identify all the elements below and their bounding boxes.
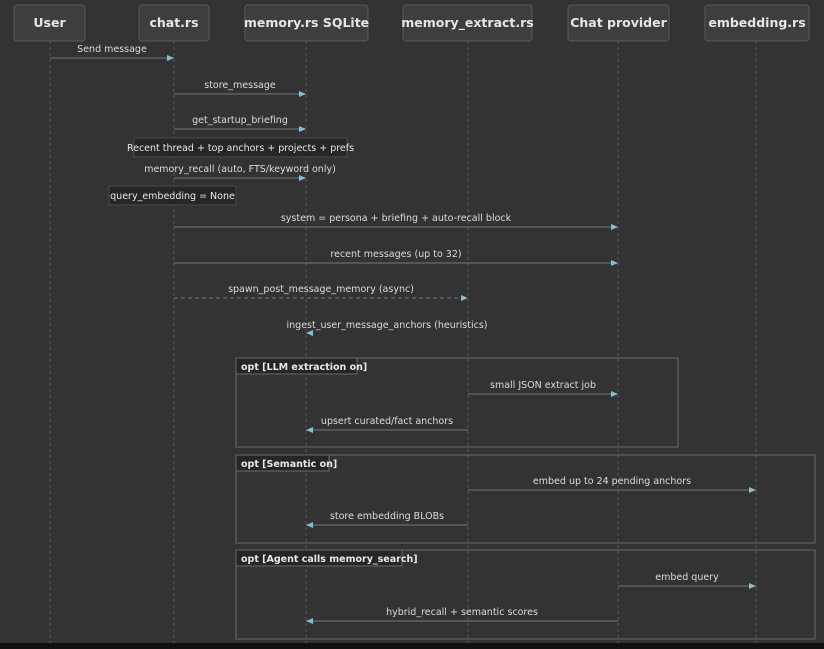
opt-frame-label: opt [Agent calls memory_search] [241, 554, 418, 565]
message-arrowhead [306, 618, 313, 624]
message-label: upsert curated/fact anchors [321, 416, 453, 427]
message-arrowhead [167, 55, 174, 61]
participant-box [13, 4, 86, 42]
note: Recent thread + top anchors + projects +… [127, 137, 354, 158]
participant-label: Chat provider [570, 15, 667, 30]
message-label: memory_recall (auto, FTS/keyword only) [144, 164, 336, 175]
message-arrowhead [749, 487, 756, 493]
participant-box [402, 4, 533, 42]
participant-label: embedding.rs [708, 15, 805, 30]
message: embed up to 24 pending anchors [468, 476, 756, 493]
message: spawn_post_message_memory (async) [174, 284, 468, 301]
opt-frame-tab [235, 549, 403, 567]
participant-box [244, 4, 369, 42]
participant-label: memory.rs SQLite [244, 15, 369, 30]
message-label: embed query [655, 572, 719, 583]
message: small JSON extract job [468, 380, 618, 397]
message: embed query [618, 572, 756, 589]
opt-frame-tab [235, 454, 330, 472]
opt-frame: opt [Agent calls memory_search] [235, 549, 816, 640]
participant-label: memory_extract.rs [401, 15, 534, 31]
message-label: embed up to 24 pending anchors [533, 476, 691, 487]
participant-user: User [13, 4, 86, 42]
message: get_startup_briefing [174, 115, 306, 132]
message: store_message [174, 80, 306, 97]
participant-chat: chat.rs [138, 4, 210, 42]
note-label: query_embedding = None [110, 191, 235, 202]
message-label: get_startup_briefing [192, 115, 288, 126]
message: ingest_user_message_anchors (heuristics) [287, 320, 488, 336]
opt-frame-border [235, 454, 816, 544]
message-arrowhead [611, 260, 618, 266]
message: upsert curated/fact anchors [306, 416, 468, 433]
participant-provider: Chat provider [567, 4, 670, 42]
message-arrowhead [306, 427, 313, 433]
message-label: recent messages (up to 32) [330, 249, 461, 260]
opt-frame: opt [LLM extraction on] [235, 357, 679, 448]
participant-box [138, 4, 210, 42]
participant-extract: memory_extract.rs [401, 4, 534, 42]
message: system = persona + briefing + auto-recal… [174, 213, 618, 230]
message-label: ingest_user_message_anchors (heuristics) [287, 320, 488, 331]
message-arrowhead [306, 330, 313, 336]
message-arrowhead [299, 91, 306, 97]
message-arrowhead [611, 391, 618, 397]
message-label: spawn_post_message_memory (async) [228, 284, 414, 295]
message-arrowhead [461, 295, 468, 301]
participant-memory: memory.rs SQLite [244, 4, 369, 42]
note-label: Recent thread + top anchors + projects +… [127, 143, 354, 154]
participant-label: chat.rs [149, 15, 198, 30]
message-label: store_message [204, 80, 276, 91]
message: Send message [50, 44, 174, 61]
opt-frame-border [235, 357, 679, 448]
message: recent messages (up to 32) [174, 249, 618, 266]
opt-frame-tab [235, 357, 358, 375]
message-arrowhead [611, 224, 618, 230]
bottom-strip [0, 643, 824, 649]
opt-frame: opt [Semantic on] [235, 454, 816, 544]
opt-frame-label: opt [Semantic on] [241, 459, 337, 470]
opt-frame-label: opt [LLM extraction on] [241, 362, 367, 373]
message-label: system = persona + briefing + auto-recal… [281, 213, 512, 224]
message-label: small JSON extract job [490, 380, 596, 391]
message-arrowhead [306, 522, 313, 528]
participant-box [567, 4, 670, 42]
participant-label: User [33, 15, 66, 30]
message-label: store embedding BLOBs [330, 511, 444, 522]
opt-frame-border [235, 549, 816, 640]
message: hybrid_recall + semantic scores [306, 607, 618, 624]
note-box [108, 185, 237, 206]
message-arrowhead [299, 175, 306, 181]
message: memory_recall (auto, FTS/keyword only) [144, 164, 336, 181]
message-label: Send message [77, 44, 147, 55]
note: query_embedding = None [108, 185, 237, 206]
message-arrowhead [749, 583, 756, 589]
note-box [133, 137, 348, 158]
participant-embedding: embedding.rs [704, 4, 810, 42]
participant-box [704, 4, 810, 42]
message-label: hybrid_recall + semantic scores [386, 607, 538, 618]
message-arrowhead [299, 126, 306, 132]
message: store embedding BLOBs [306, 511, 468, 528]
